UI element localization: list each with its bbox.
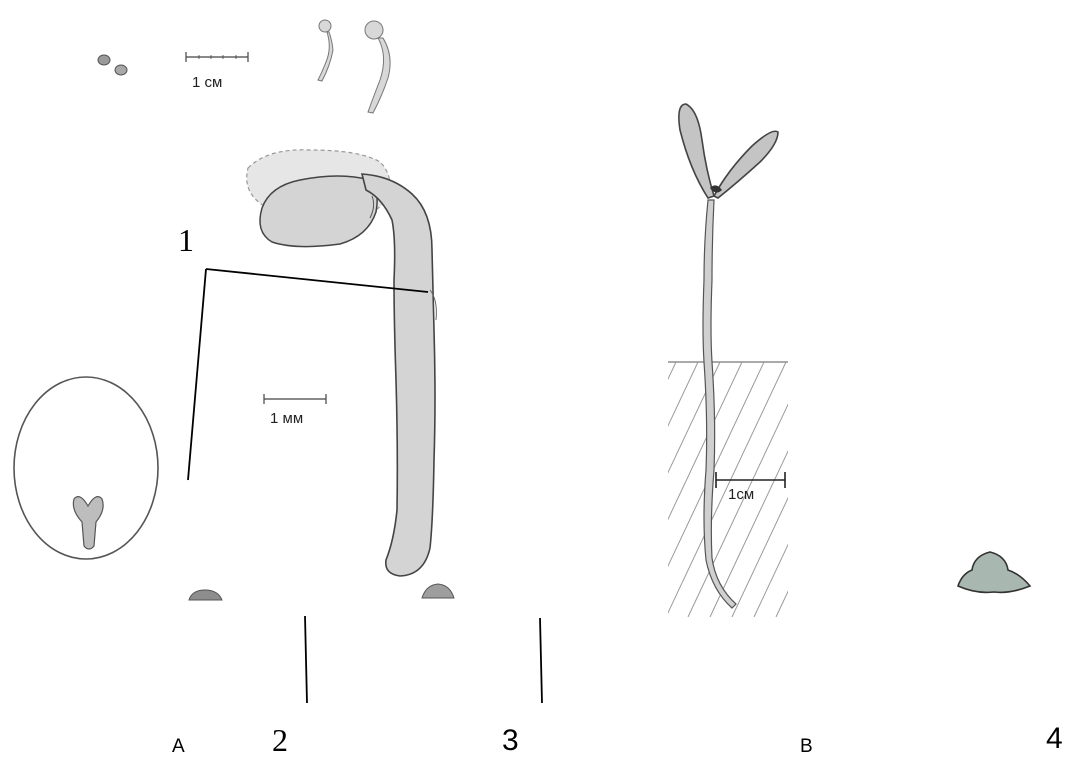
scale-label-right-cm: 1см (728, 486, 754, 503)
callout-2-leader (305, 616, 307, 703)
soil-hatching (556, 362, 896, 617)
scale-bar-middle (264, 394, 326, 404)
panel-label-b: B (800, 736, 813, 758)
seeds-small (98, 55, 127, 75)
field-seedling (679, 104, 778, 608)
callout-label-3: 3 (502, 724, 519, 758)
callout-label-2: 2 (272, 722, 288, 758)
callout-label-4: 4 (1046, 722, 1063, 756)
scale-label-top-cm: 1 см (192, 74, 222, 91)
scale-bar-top (186, 52, 248, 62)
scale-label-mm: 1 мм (270, 410, 303, 427)
callout-1-leaders (188, 269, 428, 480)
callout-label-1: 1 (178, 222, 194, 259)
seed-with-embryo (14, 377, 158, 559)
large-seedling (247, 150, 437, 576)
tubercles (189, 552, 1030, 600)
panel-label-a: A (172, 736, 185, 758)
callout-3-leader (540, 618, 542, 703)
germinating-seedlings-small (318, 20, 390, 113)
